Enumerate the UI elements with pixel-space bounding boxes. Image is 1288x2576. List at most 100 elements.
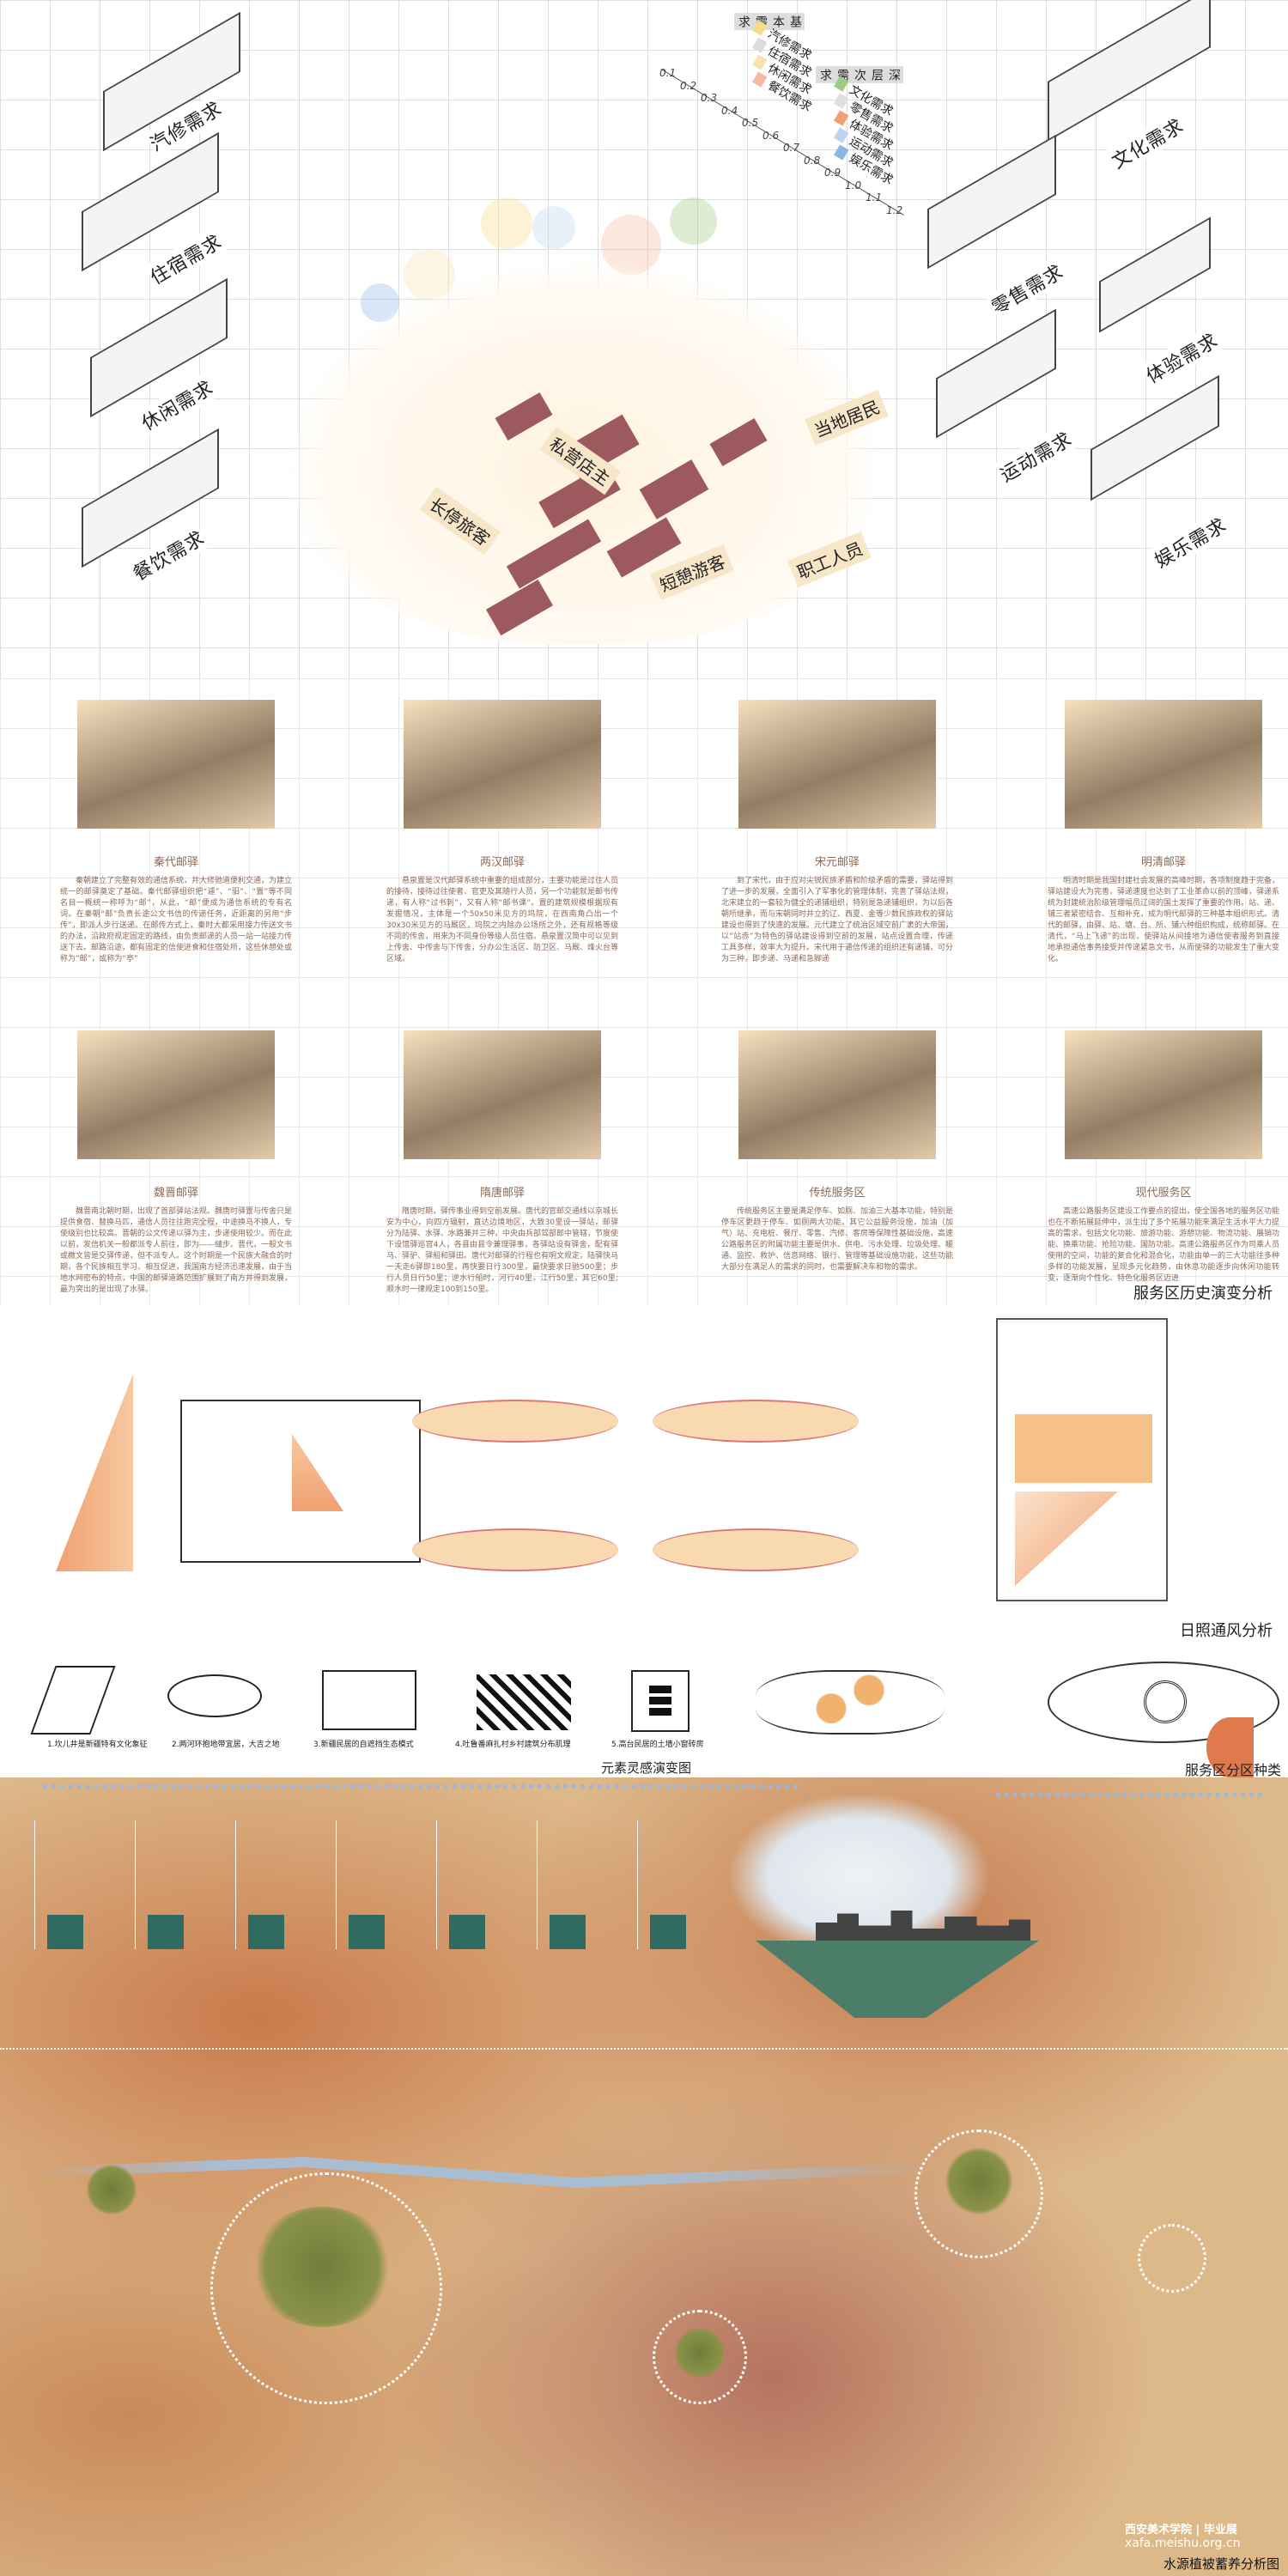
water-tank: [449, 1915, 485, 1949]
history-card-text: 悬泉置是汉代邮驿系统中重要的组成部分，主要功能是过往人员的接待，接待过往使者、官…: [386, 877, 619, 963]
history-card-title: 现代服务区: [1135, 1187, 1192, 1200]
history-card: 秦代邮驿秦朝建立了完整有效的通信系统，并大修驰道便利交通，为建立统一的邮驿奠定了…: [52, 700, 301, 965]
section-title-sun-wind: 日照通风分析: [1180, 1622, 1273, 1640]
water-tank: [148, 1915, 184, 1949]
element-caption: 2.两河环抱地带宜居，大吉之地: [172, 1741, 280, 1749]
vegetation-circle: [653, 2310, 747, 2404]
axis-tick: 0.2: [680, 79, 697, 92]
history-card-title: 传统服务区: [809, 1187, 866, 1200]
building: [709, 418, 768, 466]
watermark-url: xafa.meishu.org.cn: [1125, 2537, 1241, 2550]
karez-icon: [30, 1666, 116, 1735]
element-caption: 4.吐鲁番麻扎村乡村建筑分布肌理: [455, 1741, 571, 1749]
demand-bubble: [670, 197, 717, 245]
history-card-text: 到了宋代，由于应对尖锐民族矛盾和阶级矛盾的需要，驿站得到了进一步的发展，全面引入…: [721, 877, 954, 963]
tree-icon: [249, 2207, 395, 2327]
axis-tick: 1.2: [886, 204, 903, 216]
legend-group-basic: 基本需求: [734, 13, 805, 30]
karez-shaft: [637, 1820, 638, 1949]
demand-bubble: [481, 197, 532, 249]
history-card-title: 宋元邮驿: [814, 856, 860, 869]
element-caption: 5.高台民居的土墙小窗砖房: [611, 1741, 704, 1749]
water-tank: [650, 1915, 686, 1949]
building: [506, 519, 602, 589]
history-card: 隋唐邮驿隋唐时期，驿传事业得到空前发展。唐代的官邮交通线以京城长安为中心，向四方…: [378, 1030, 627, 1296]
building-section: [180, 1400, 421, 1563]
water-flow-path: [43, 1784, 799, 1789]
divider: [0, 2048, 1288, 2050]
history-card-title: 隋唐邮驿: [479, 1187, 525, 1200]
history-photo: [1065, 700, 1262, 829]
karez-shaft: [537, 1820, 538, 1949]
karez-shaft: [135, 1820, 136, 1949]
watermark-label: 毕业展: [1203, 2524, 1237, 2537]
history-card-text: 秦朝建立了完整有效的通信系统，并大修驰道便利交通，为建立统一的邮驿奠定了基础。秦…: [60, 877, 293, 963]
history-photo: [738, 1030, 936, 1159]
plan-diagram: [412, 1400, 618, 1443]
water-tank: [47, 1915, 83, 1949]
axis-tick: 0.9: [824, 167, 841, 179]
history-card-title: 魏晋邮驿: [153, 1187, 198, 1200]
zone-eye-diagram: [1048, 1662, 1279, 1743]
watermark-school: 西安美术学院: [1125, 2524, 1193, 2537]
window-wall-icon: [631, 1670, 690, 1732]
moon-graphic: [1206, 1717, 1254, 1777]
axis-tick: 0.6: [762, 129, 780, 142]
water-tank: [349, 1915, 385, 1949]
axis-tick: 0.5: [742, 117, 759, 129]
history-photo: [1065, 1030, 1262, 1159]
history-card-title: 秦代邮驿: [153, 856, 198, 869]
sun-wedge: [56, 1374, 133, 1571]
karez-shaft: [436, 1820, 437, 1949]
history-card-text: 隋唐时期，驿传事业得到空前发展。唐代的官邮交通线以京城长安为中心，向四方辐射，直…: [386, 1207, 619, 1294]
section-title-zones: 服务区分区种类: [1184, 1762, 1281, 1778]
history-card: 明清邮驿明清时期是我国封建社会发展的高峰时期，各项制度趋于完备，驿站建设大为完善…: [1039, 700, 1288, 965]
axis-tick: 0.8: [804, 154, 821, 167]
section-title-water: 水源植被蓄养分析图: [1163, 2556, 1279, 2572]
axis-tick: 1.1: [866, 191, 883, 204]
axis-tick: 0.7: [783, 142, 800, 154]
water-flow-path: [996, 1793, 1262, 1797]
history-photo: [77, 700, 275, 829]
watermark: 西安美术学院 | 毕业展 xafa.meishu.org.cn: [1125, 2524, 1241, 2550]
section-title-elements: 元素灵感演变图: [601, 1760, 692, 1776]
axis-tick: 1.0: [845, 179, 862, 191]
zone-plan-diagram: [756, 1670, 945, 1735]
element-caption: 1.坎儿井是新疆特有文化象征: [47, 1741, 148, 1749]
history-card: 魏晋邮驿魏晋南北朝时期，出现了首部驿站法规。魏唐时驿置与传舍只是提供食宿、替换马…: [52, 1030, 301, 1296]
history-photo: [404, 700, 601, 829]
karez-shaft: [336, 1820, 337, 1949]
history-card-title: 明清邮驿: [1140, 856, 1186, 869]
plan-diagram: [653, 1528, 859, 1571]
history-card: 宋元邮驿到了宋代，由于应对尖锐民族矛盾和阶级矛盾的需要，驿站得到了进一步的发展，…: [713, 700, 962, 965]
tree-icon: [945, 2147, 1013, 2215]
tower-section: [996, 1318, 1168, 1601]
history-card: 现代服务区高速公路服务区建设工作要点的提出，使全国各地的服务区功能也在不断拓展延…: [1039, 1030, 1288, 1285]
section-drawing: [9, 1365, 489, 1571]
water-tank: [550, 1915, 586, 1949]
legend-group-deep: 深层次需求: [816, 66, 903, 83]
building: [495, 392, 553, 440]
history-photo: [77, 1030, 275, 1159]
karez-shaft: [235, 1820, 236, 1949]
demand-bubble: [532, 206, 575, 249]
axis-tick: 0.4: [721, 104, 738, 117]
vegetation-circle: [210, 2172, 442, 2404]
history-card-text: 明清时期是我国封建社会发展的高峰时期，各项制度趋于完备，驿站建设大为完善，驿递速…: [1048, 877, 1280, 963]
rivers-icon: [167, 1674, 262, 1717]
houses-icon: [322, 1670, 416, 1730]
history-card-text: 魏晋南北朝时期，出现了首部驿站法规。魏唐时驿置与传舍只是提供食宿、替换马匹，通信…: [60, 1207, 293, 1294]
karez-shaft: [34, 1820, 35, 1949]
history-photo: [404, 1030, 601, 1159]
plan-diagram: [412, 1528, 618, 1571]
vegetation-circle: [1138, 2224, 1206, 2293]
plan-diagram: [653, 1400, 859, 1443]
history-card: 两汉邮驿悬泉置是汉代邮驿系统中重要的组成部分，主要功能是过往人员的接待，接待过往…: [378, 700, 627, 965]
vegetation-circle: [914, 2129, 1043, 2258]
sun-area: [1015, 1414, 1152, 1483]
history-card-title: 两汉邮驿: [479, 856, 525, 869]
tree-icon: [674, 2327, 726, 2379]
village-texture-icon: [477, 1674, 571, 1730]
sun-wedge: [1015, 1492, 1118, 1586]
axis-tick: 0.3: [701, 92, 718, 104]
